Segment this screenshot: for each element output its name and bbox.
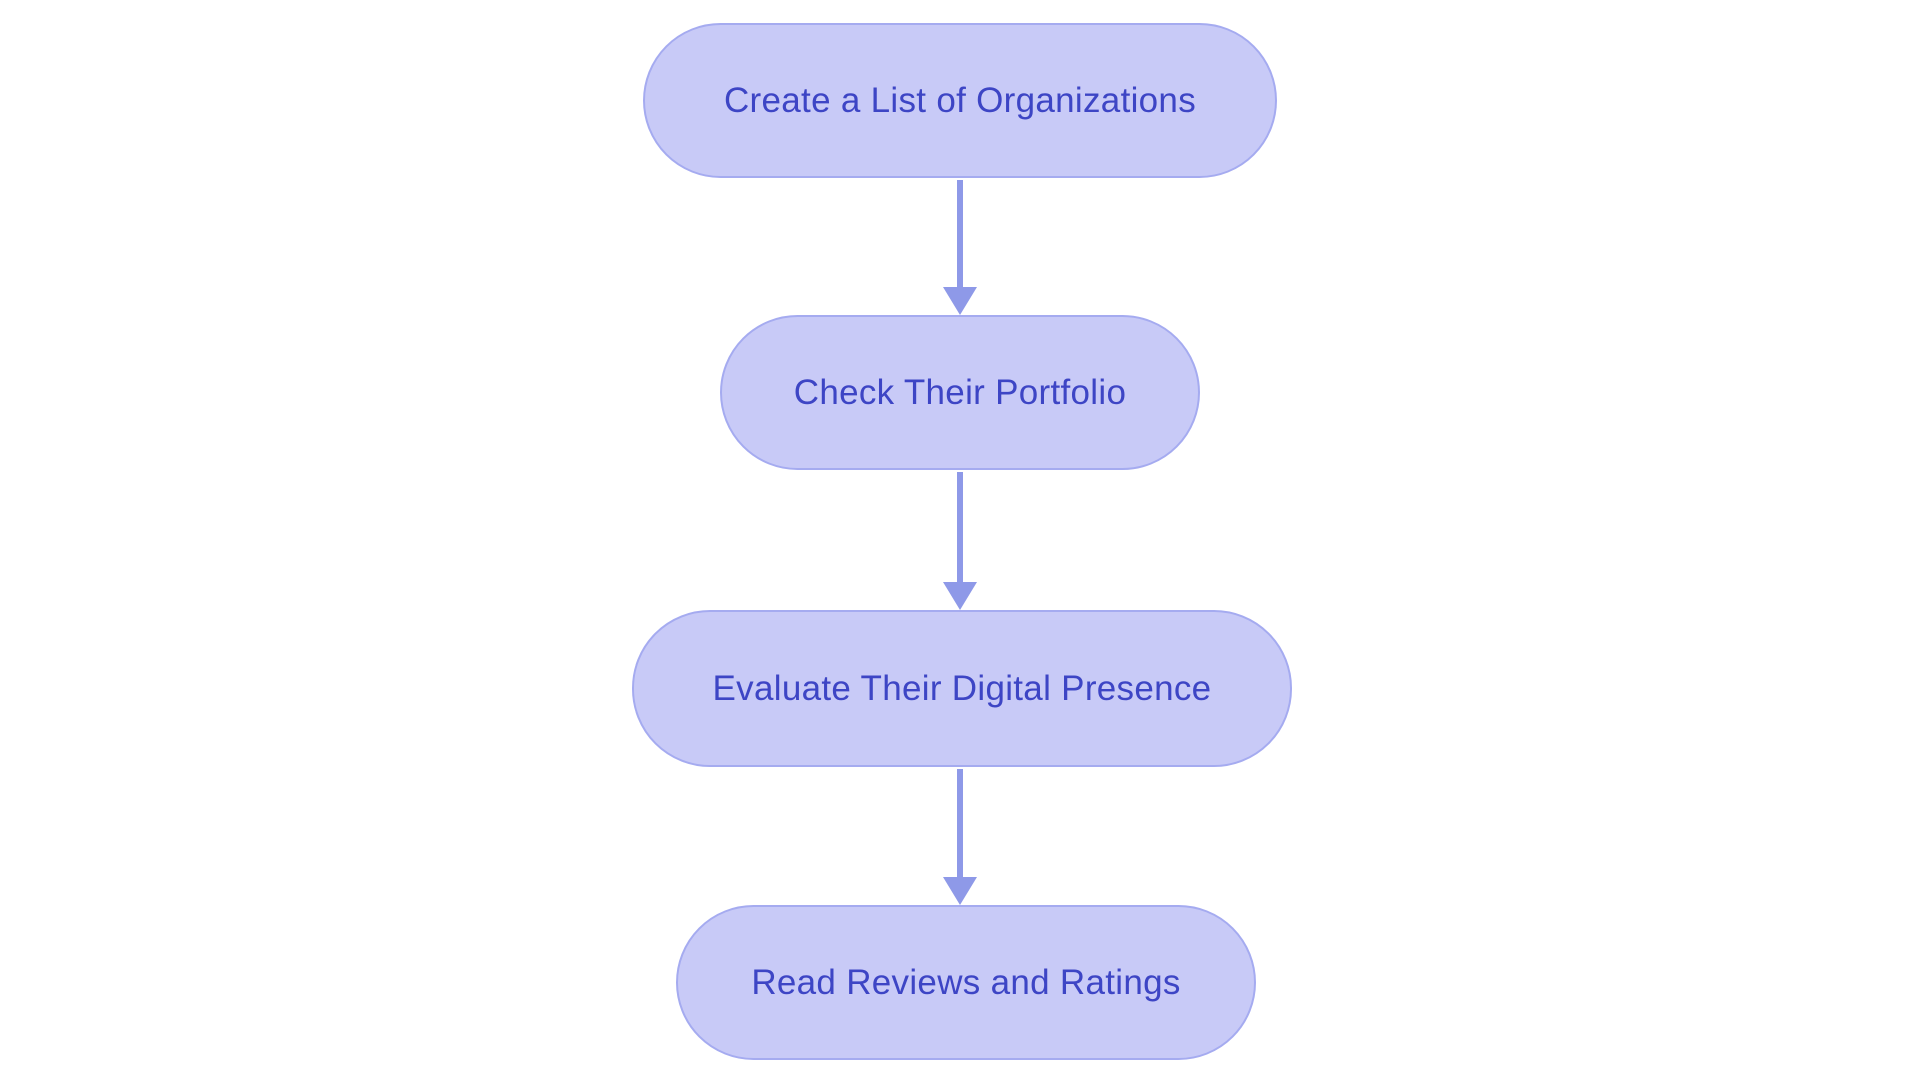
flow-node-evaluate-digital-presence: Evaluate Their Digital Presence — [632, 610, 1292, 767]
flow-arrow-down-icon — [943, 180, 977, 315]
flow-arrow-down-icon — [943, 769, 977, 905]
flow-arrow-down-icon — [943, 472, 977, 610]
arrow-stem — [957, 769, 963, 879]
arrow-head — [943, 287, 977, 315]
flow-node-label: Evaluate Their Digital Presence — [712, 668, 1212, 708]
arrow-head — [943, 582, 977, 610]
arrow-stem — [957, 180, 963, 289]
flow-node-check-portfolio: Check Their Portfolio — [720, 315, 1200, 470]
flow-node-label: Create a List of Organizations — [723, 80, 1196, 120]
flow-node-read-reviews: Read Reviews and Ratings — [676, 905, 1256, 1060]
arrow-stem — [957, 472, 963, 584]
flow-node-label: Read Reviews and Ratings — [751, 962, 1181, 1002]
flow-node-label: Check Their Portfolio — [793, 372, 1127, 412]
arrow-head — [943, 877, 977, 905]
flow-node-create-list: Create a List of Organizations — [643, 23, 1277, 178]
